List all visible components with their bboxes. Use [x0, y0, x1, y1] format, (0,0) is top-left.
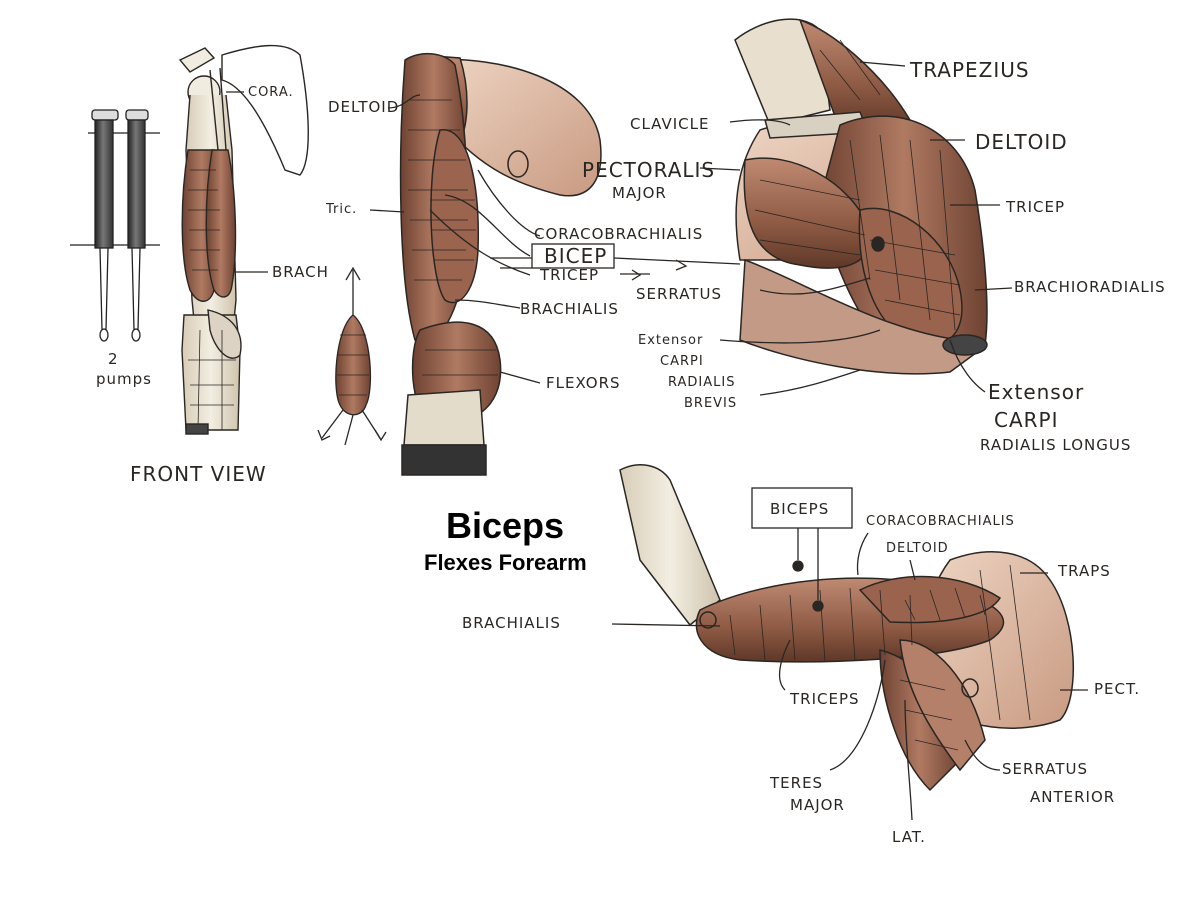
side-arm-drawing: [399, 53, 602, 476]
label-pectoralis-major: MAJOR: [612, 184, 667, 202]
label-lat: LAT.: [892, 828, 926, 846]
leader-lines: [226, 61, 1088, 821]
label-side-tric: Tric.: [326, 202, 358, 217]
label-side-tricep: TRICEP: [540, 266, 600, 284]
label-torso-serratus: SERRATUS: [636, 285, 722, 303]
label-ecrb-1: Extensor: [638, 333, 704, 348]
label-torso-deltoid: DELTOID: [975, 130, 1068, 154]
label-under-biceps: BICEPS: [770, 500, 830, 518]
torso-view-drawing: [734, 18, 988, 375]
label-ecrl-2: CARPI: [994, 408, 1059, 432]
label-side-flexors: FLEXORS: [546, 374, 621, 392]
underside-view-drawing: [619, 464, 1074, 792]
label-under-deltoid: DELTOID: [886, 541, 949, 556]
label-triceps: TRICEPS: [790, 690, 860, 708]
label-clavicle: CLAVICLE: [630, 115, 710, 133]
front-view-drawing: [178, 44, 309, 435]
label-brachioradialis: BRACHIORADIALIS: [1014, 278, 1166, 296]
label-side-coracobrachialis: CORACOBRACHIALIS: [534, 225, 704, 243]
label-trapezius: TRAPEZIUS: [910, 58, 1030, 82]
label-pect: PECT.: [1094, 680, 1141, 698]
pumps-label-count: 2: [108, 350, 119, 368]
label-ecrb-4: BREVIS: [684, 396, 738, 411]
label-traps: TRAPS: [1058, 562, 1111, 580]
small-bicep-diagram: [317, 266, 387, 446]
label-under-brachialis: BRACHIALIS: [462, 614, 561, 632]
pumps-label: pumps: [96, 370, 152, 388]
label-ecrb-2: CARPI: [660, 354, 704, 369]
label-teres: TERES: [770, 774, 824, 792]
label-serratus-anterior-2: ANTERIOR: [1030, 788, 1116, 806]
label-side-brachialis: BRACHIALIS: [520, 300, 619, 318]
label-brach: BRACH: [272, 263, 329, 281]
pumps-sketch: [70, 109, 160, 342]
page-subtitle: Flexes Forearm: [424, 550, 587, 575]
label-torso-tricep: TRICEP: [1006, 198, 1066, 216]
page-title: Biceps: [446, 505, 565, 546]
label-under-coracobrachialis: CORACOBRACHIALIS: [866, 514, 1015, 529]
label-side-deltoid: DELTOID: [328, 98, 400, 116]
label-serratus-anterior-1: SERRATUS: [1002, 760, 1088, 778]
label-cora: CORA.: [248, 85, 294, 100]
label-pectoralis: PECTORALIS: [582, 158, 716, 182]
label-ecrl-3: RADIALIS LONGUS: [980, 436, 1132, 454]
front-view-caption: FRONT VIEW: [130, 462, 267, 486]
label-teres-major: MAJOR: [790, 796, 845, 814]
label-side-bicep: BICEP: [544, 244, 608, 268]
label-ecrb-3: RADIALIS: [668, 375, 736, 390]
label-ecrl-1: Extensor: [988, 380, 1085, 404]
